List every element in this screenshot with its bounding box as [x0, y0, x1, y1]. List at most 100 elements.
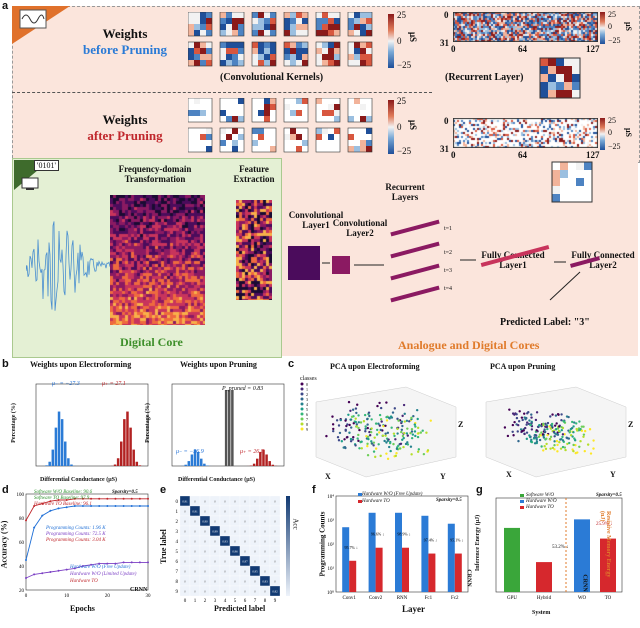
- kernel-cell: [296, 116, 302, 122]
- hist-bar: [57, 411, 61, 466]
- pca-point: [560, 413, 563, 416]
- pca-point: [556, 443, 559, 447]
- kernel-cell: [226, 110, 232, 116]
- pca-point: [589, 452, 593, 455]
- zoom-cell: [564, 90, 572, 98]
- pca-point: [541, 433, 545, 436]
- kernel-cell: [206, 128, 212, 134]
- kernel-cell: [302, 128, 308, 134]
- recurrent-strip: [390, 241, 440, 259]
- pca-point: [406, 427, 409, 430]
- energy-ylabel: Inference Energy (μJ): [475, 514, 482, 572]
- acc-legend-0: Hardware W/O (Free Update): [70, 565, 131, 570]
- kernel-cell: [258, 140, 264, 146]
- kernel-border: [283, 98, 309, 123]
- pca-point: [358, 447, 361, 450]
- kernel-cell: [296, 48, 302, 54]
- pca-legend-title: classes: [300, 376, 317, 382]
- counts-legend-swatch-wo: [358, 493, 362, 496]
- pca-point: [370, 427, 373, 430]
- kernel-cell: [328, 128, 334, 134]
- pca-point: [517, 423, 520, 427]
- zoom-cell: [584, 170, 592, 178]
- kernel-cell: [232, 42, 238, 48]
- pca-point: [563, 446, 567, 449]
- pca-point: [544, 425, 547, 428]
- pca-point: [403, 412, 406, 416]
- kernel-cell: [188, 30, 194, 36]
- pca-point: [548, 425, 551, 428]
- counts-ytick: 10²: [328, 542, 335, 548]
- pca-point: [410, 416, 413, 420]
- kernel-cell: [188, 24, 194, 30]
- zoom-cell: [584, 194, 592, 202]
- pca-point: [386, 439, 390, 443]
- kernel-cell: [232, 30, 238, 36]
- kernel-cell: [220, 116, 226, 122]
- counts-reduction: 98.9% ↓: [397, 532, 410, 537]
- flow-arrow: [549, 271, 581, 301]
- kernel-cell: [194, 24, 200, 30]
- counts-sparsity: Sparsity=0.5: [436, 498, 462, 503]
- acc-xtick: 30: [146, 594, 152, 599]
- kernel-cell: [270, 42, 276, 48]
- kernel-cell: [270, 110, 276, 116]
- acc-count-2: Programming Counts: 3.04 K: [46, 538, 106, 543]
- conf-value: 0: [264, 560, 266, 564]
- kernel-cell: [348, 12, 354, 18]
- acc-point: [49, 500, 52, 503]
- hist-bar: [116, 458, 120, 466]
- kernel-cell: [354, 146, 360, 152]
- kernel-cell: [188, 110, 194, 116]
- pca-point: [358, 428, 361, 432]
- pca-point: [385, 452, 388, 455]
- acc-series-line: [25, 505, 148, 561]
- kernel-cell: [220, 54, 226, 60]
- pca-point: [406, 441, 409, 444]
- zoom-cell: [548, 90, 556, 98]
- zoom-cell: [548, 58, 556, 66]
- kernel-cell: [316, 48, 322, 54]
- kernel-cell: [316, 146, 322, 152]
- kernel-cell: [264, 146, 270, 152]
- acc-point: [106, 562, 109, 565]
- kernel-cell: [354, 48, 360, 54]
- kernel-cell: [194, 116, 200, 122]
- zoom-cell: [576, 186, 584, 194]
- hb-right-mu-pos: μ₊ = 26.8: [240, 449, 264, 455]
- kernel-cell: [360, 134, 366, 140]
- pca-legend-label: 6: [306, 412, 308, 417]
- kernel-cell: [258, 128, 264, 134]
- conf-value: 0: [214, 500, 216, 504]
- hist-bar: [265, 454, 268, 466]
- counts-reduction: 96.6% ↓: [371, 532, 384, 537]
- kernel-cell: [328, 42, 334, 48]
- kernel-cell: [284, 98, 290, 104]
- recurrent-strip: [390, 285, 440, 303]
- pca-point: [368, 430, 371, 434]
- acc-point: [57, 499, 60, 501]
- kernel-cell: [220, 18, 226, 24]
- pca-point: [331, 423, 335, 426]
- pca-point: [545, 442, 548, 446]
- kernel-cell: [238, 134, 244, 140]
- pca-point: [549, 415, 552, 418]
- pca-point: [549, 435, 553, 439]
- counts-reduction: 97.4% ↓: [424, 538, 437, 543]
- kernel-cell: [252, 146, 258, 152]
- kernel-cell: [348, 134, 354, 140]
- kernel-cell: [188, 48, 194, 54]
- kernel-cell: [188, 140, 194, 146]
- kernel-tile: [251, 41, 277, 67]
- pca-point: [511, 423, 515, 427]
- kernel-cell: [200, 140, 206, 146]
- zoom-cell: [560, 186, 568, 194]
- pca-point: [421, 429, 424, 432]
- pca-point: [395, 447, 399, 451]
- kernel-cell: [264, 42, 270, 48]
- conf-value: 0.93: [222, 540, 228, 544]
- kernel-cell: [302, 48, 308, 54]
- conf-value: 0: [194, 570, 196, 574]
- pca-point: [534, 418, 538, 422]
